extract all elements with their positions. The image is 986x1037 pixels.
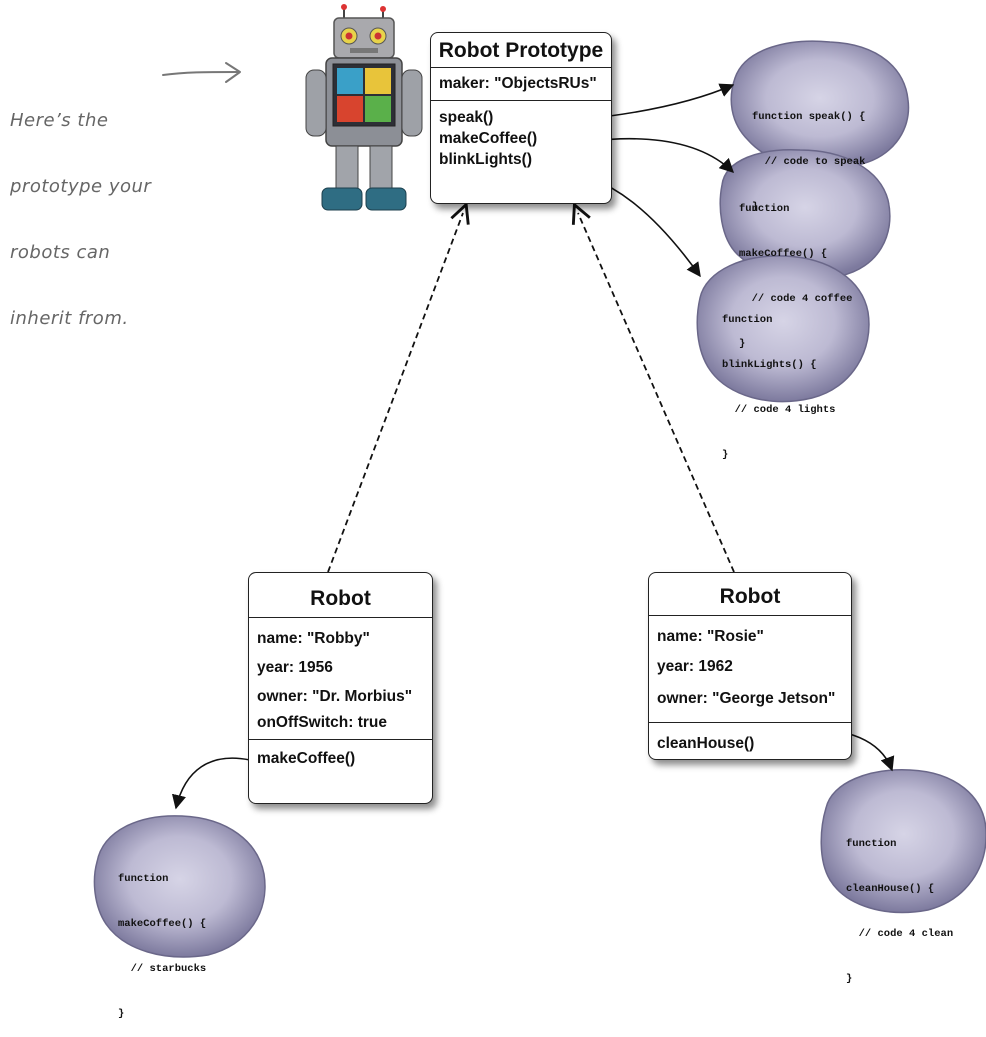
blink-lights-function-code: function blinkLights() { // code 4 light… [722,283,835,478]
robot-toy-illustration [305,4,423,211]
code-line: function [739,203,790,215]
property-name: name: "Robby" [257,630,370,647]
speak-function-code: function speak() { // code to speak } [752,80,865,230]
code-line: } [752,201,759,213]
object-title: Robot Prototype [438,39,604,62]
code-line: // code to speak [752,156,866,168]
property-maker: maker: "ObjectsRUs" [439,75,597,92]
diagram-canvas [93,4,986,958]
code-line: function [118,873,169,885]
robby-make-coffee-function-code: function makeCoffee() { // starbucks } [118,842,206,1037]
inheritance-arrow-rosie [578,213,735,573]
code-line: // code 4 lights [722,404,836,416]
method-clean-house: cleanHouse() [657,735,755,752]
annotation-text: Here’s the prototype your robots can inh… [10,66,151,352]
annotation-arrow [162,71,239,76]
method-blink-lights: blinkLights() [439,151,532,168]
code-line: function speak() { [752,111,866,123]
robot-robby-object: Robot name: "Robby" year: 1956 owner: "D… [248,572,433,804]
method-speak: speak() [439,109,494,126]
robot-rosie-object: Robot name: "Rosie" year: 1962 owner: "G… [648,572,852,760]
make-coffee-function-code: function makeCoffee() { // code 4 coffee… [739,172,852,367]
code-line: } [739,338,746,350]
method-make-coffee: makeCoffee() [257,750,356,767]
code-line: blinkLights() { [722,359,817,371]
property-owner: owner: "Dr. Morbius" [257,688,413,705]
property-year: year: 1956 [257,659,333,676]
code-line: // code 4 clean [846,928,954,940]
robby-make-coffee-link-arrow [171,757,251,810]
code-line: } [722,449,729,461]
robby-make-coffee-function-blob [93,815,266,958]
annotation-line: inherit from. [10,308,129,329]
property-on-off-switch: onOffSwitch: true [257,714,388,731]
code-line: // starbucks [118,963,207,975]
code-line: } [118,1008,125,1020]
code-line: cleanHouse() { [846,883,935,895]
robot-prototype-object: Robot Prototype maker: "ObjectsRUs" spea… [430,32,612,204]
inheritance-arrow-robby [327,213,463,573]
property-name: name: "Rosie" [657,628,764,645]
annotation-line: prototype your [10,176,152,197]
code-line: // code 4 coffee [739,293,853,305]
annotation-line: Here’s the [10,110,109,131]
code-line: makeCoffee() { [739,248,828,260]
object-title: Robot [719,585,781,608]
speak-function-blob [730,40,910,169]
code-line: function [722,314,773,326]
make-coffee-function-blob [719,149,891,279]
annotation-line: robots can [10,242,111,263]
object-title: Robot [310,587,371,610]
method-make-coffee: makeCoffee() [439,130,538,147]
code-line: function [846,838,897,850]
property-owner: owner: "George Jetson" [657,690,836,707]
clean-house-function-code: function cleanHouse() { // code 4 clean … [846,807,953,1002]
blink-lights-function-blob [696,255,870,403]
code-line: makeCoffee() { [118,918,207,930]
code-line: } [846,973,853,985]
property-year: year: 1962 [657,658,733,675]
